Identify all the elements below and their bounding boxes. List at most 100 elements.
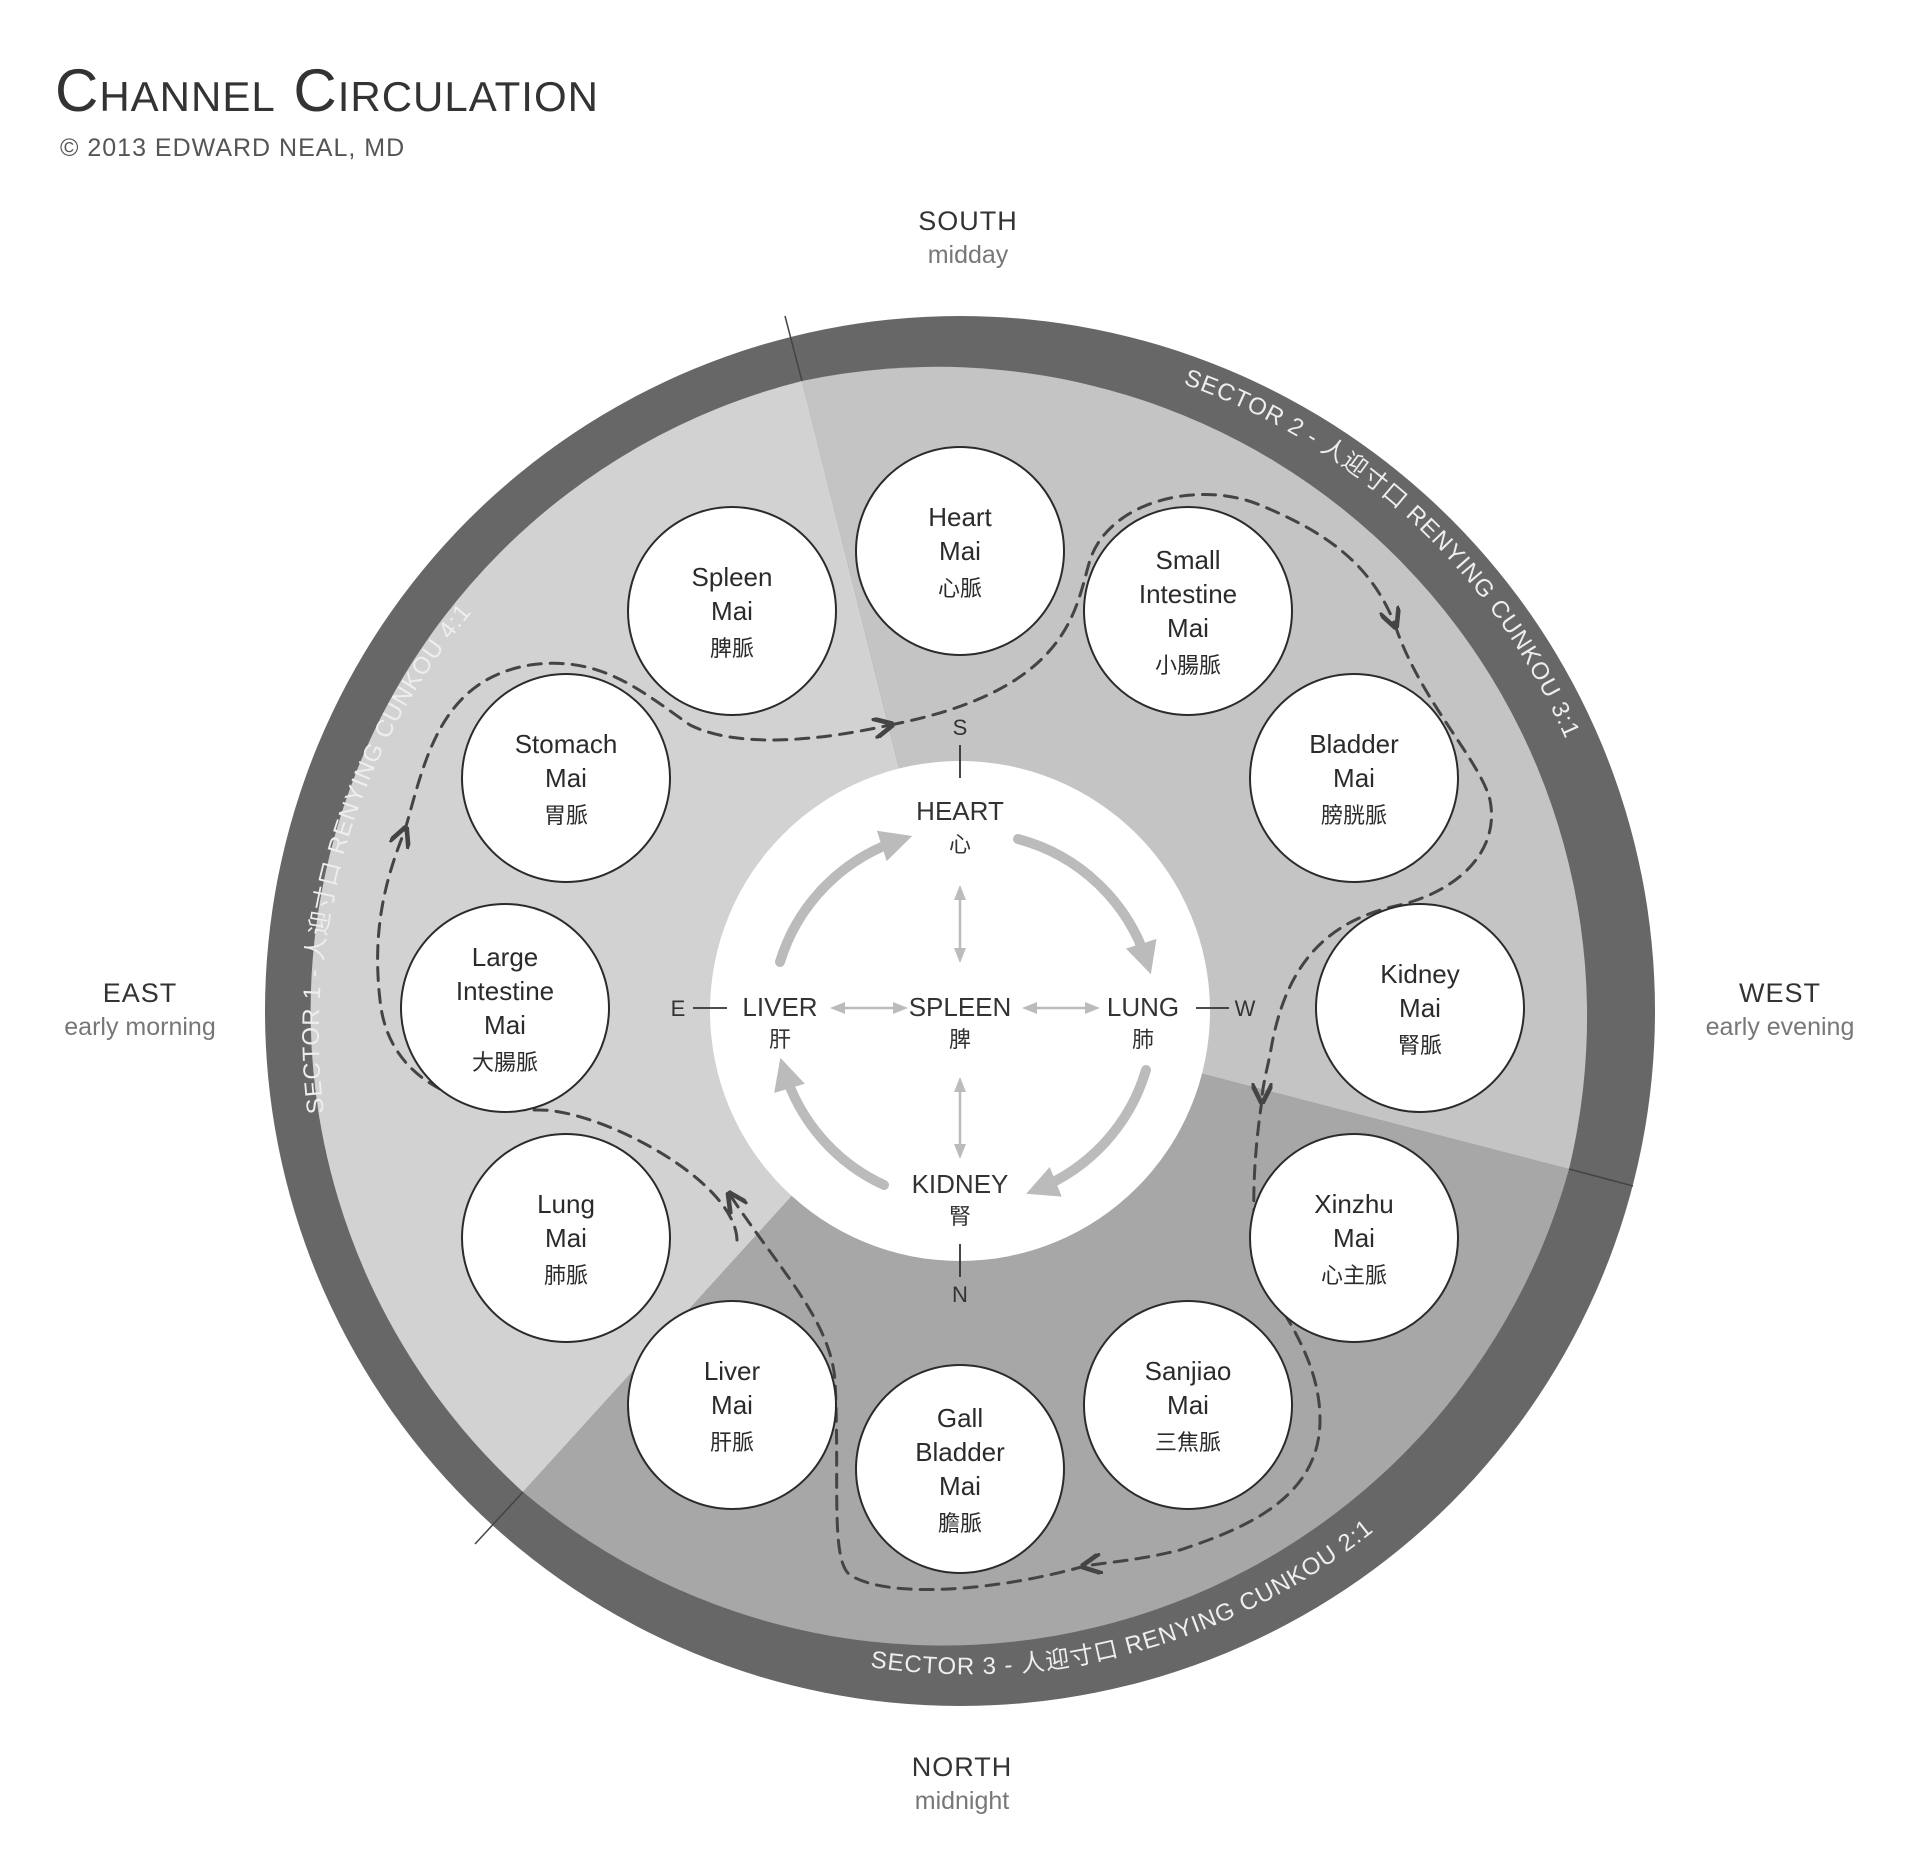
channel-liver-label-1: Mai bbox=[711, 1390, 753, 1420]
channel-lung-label-0: Lung bbox=[537, 1189, 595, 1219]
channel-circle-heart bbox=[855, 446, 1065, 656]
channel-stomach-chinese: 胃脈 bbox=[544, 803, 588, 828]
channel-small-intestine-label-1: Intestine bbox=[1139, 579, 1237, 609]
center-liver-zh: 肝 bbox=[769, 1027, 791, 1052]
channel-gall-bladder-chinese: 膽脈 bbox=[938, 1511, 982, 1536]
channel-circle-spleen bbox=[627, 506, 837, 716]
arrow-heart-to-lung bbox=[1013, 834, 1157, 975]
channel-large-intestine-label-2: Mai bbox=[484, 1010, 526, 1040]
channel-lung-label-1: Mai bbox=[545, 1223, 587, 1253]
channel-sanjiao-label-0: Sanjiao bbox=[1145, 1356, 1232, 1386]
compass-n: N bbox=[952, 1282, 968, 1307]
channel-small-intestine-label-2: Mai bbox=[1167, 613, 1209, 643]
channel-liver-label-0: Liver bbox=[704, 1356, 761, 1386]
channel-xinzhu-label-0: Xinzhu bbox=[1314, 1189, 1394, 1219]
channel-kidney-label-0: Kidney bbox=[1380, 959, 1460, 989]
channel-spleen-chinese: 脾脈 bbox=[710, 636, 754, 661]
channel-liver-chinese: 肝脈 bbox=[710, 1430, 754, 1455]
channel-small-intestine-label-0: Small bbox=[1155, 545, 1220, 575]
compass-ticks bbox=[693, 745, 1229, 1277]
center-lung-zh: 肺 bbox=[1132, 1027, 1154, 1052]
direction-north-time: midnight bbox=[914, 1787, 1010, 1815]
channel-circle-bladder bbox=[1249, 673, 1459, 883]
arrow-lung-to-kidney bbox=[1026, 1065, 1151, 1197]
channel-kidney-label-1: Mai bbox=[1399, 993, 1441, 1023]
channel-circle-sanjiao bbox=[1083, 1300, 1293, 1510]
channel-gall-bladder-label-1: Bladder bbox=[915, 1437, 1005, 1467]
center-kidney-zh: 腎 bbox=[949, 1204, 971, 1229]
channel-circle-stomach bbox=[461, 673, 671, 883]
channel-circle-small-intestine bbox=[1083, 506, 1293, 716]
channel-heart-chinese: 心脈 bbox=[938, 576, 982, 601]
inner-circle bbox=[710, 761, 1210, 1261]
channel-circle-xinzhu bbox=[1249, 1133, 1459, 1343]
direction-north-name: NORTH bbox=[911, 1752, 1013, 1782]
direction-south-time: midday bbox=[927, 241, 1009, 269]
channel-large-intestine-label-1: Intestine bbox=[456, 976, 554, 1006]
channel-xinzhu-chinese: 心主脈 bbox=[1321, 1263, 1387, 1288]
channel-large-intestine-chinese: 大腸脈 bbox=[472, 1050, 538, 1075]
channel-stomach-label-1: Mai bbox=[545, 763, 587, 793]
channel-large-intestine-label-0: Large bbox=[472, 942, 539, 972]
channel-sanjiao-label-1: Mai bbox=[1167, 1390, 1209, 1420]
compass-e: E bbox=[671, 996, 686, 1021]
sector-divider-1-2 bbox=[784, 315, 803, 382]
diagram-title: Channel Circulation bbox=[55, 57, 599, 124]
circulation-segment-4 bbox=[1262, 623, 1493, 1100]
channel-circle-gall-bladder bbox=[855, 1364, 1065, 1574]
center-spleen-en: SPLEEN bbox=[909, 992, 1012, 1022]
center-heart-en: HEART bbox=[916, 796, 1004, 826]
channel-sanjiao-chinese: 三焦脈 bbox=[1155, 1430, 1221, 1455]
spleen-connectors bbox=[830, 885, 1100, 1159]
inner-cycle-arrows bbox=[774, 830, 1157, 1197]
channel-small-intestine-chinese: 小腸脈 bbox=[1155, 653, 1221, 678]
direction-north: NORTH midnight bbox=[862, 1752, 1062, 1816]
channel-circles: HeartMai心脈SmallIntestineMai小腸脈BladderMai… bbox=[400, 446, 1525, 1574]
channel-circle-liver bbox=[627, 1300, 837, 1510]
channel-circle-lung bbox=[461, 1133, 671, 1343]
channel-circle-kidney bbox=[1315, 903, 1525, 1113]
direction-west: WEST early evening bbox=[1680, 978, 1880, 1042]
circulation-segment-6 bbox=[730, 1195, 1087, 1591]
direction-east-name: EAST bbox=[102, 978, 178, 1008]
channel-spleen-label-0: Spleen bbox=[692, 562, 773, 592]
center-lung-en: LUNG bbox=[1107, 992, 1179, 1022]
channel-spleen-label-1: Mai bbox=[711, 596, 753, 626]
arrow-kidney-to-liver bbox=[774, 1057, 889, 1190]
center-heart-zh: 心 bbox=[949, 832, 971, 857]
direction-west-name: WEST bbox=[1739, 978, 1821, 1008]
channel-gall-bladder-label-0: Gall bbox=[937, 1403, 983, 1433]
compass-w: W bbox=[1235, 996, 1256, 1021]
channel-bladder-label-1: Mai bbox=[1333, 763, 1375, 793]
sector-divider-3-1 bbox=[474, 1491, 524, 1545]
copyright-notice: © 2013 EDWARD NEAL, MD bbox=[60, 134, 406, 162]
center-kidney-en: KIDNEY bbox=[912, 1169, 1009, 1199]
direction-east-time: early morning bbox=[64, 1013, 216, 1041]
channel-bladder-chinese: 膀胱脈 bbox=[1321, 803, 1387, 828]
direction-south: SOUTH midday bbox=[868, 206, 1068, 270]
sector-divider-2-3 bbox=[1568, 1168, 1634, 1187]
arrow-liver-to-heart bbox=[775, 830, 913, 967]
channel-heart-label-1: Mai bbox=[939, 536, 981, 566]
channel-gall-bladder-label-2: Mai bbox=[939, 1471, 981, 1501]
direction-south-name: SOUTH bbox=[918, 206, 1018, 236]
channel-heart-label-0: Heart bbox=[928, 502, 992, 532]
channel-bladder-label-0: Bladder bbox=[1309, 729, 1399, 759]
circulation-segment-3 bbox=[888, 493, 1395, 727]
channel-kidney-chinese: 腎脈 bbox=[1398, 1033, 1442, 1058]
direction-east: EAST early morning bbox=[40, 978, 240, 1042]
channel-stomach-label-0: Stomach bbox=[515, 729, 618, 759]
center-liver-en: LIVER bbox=[742, 992, 817, 1022]
